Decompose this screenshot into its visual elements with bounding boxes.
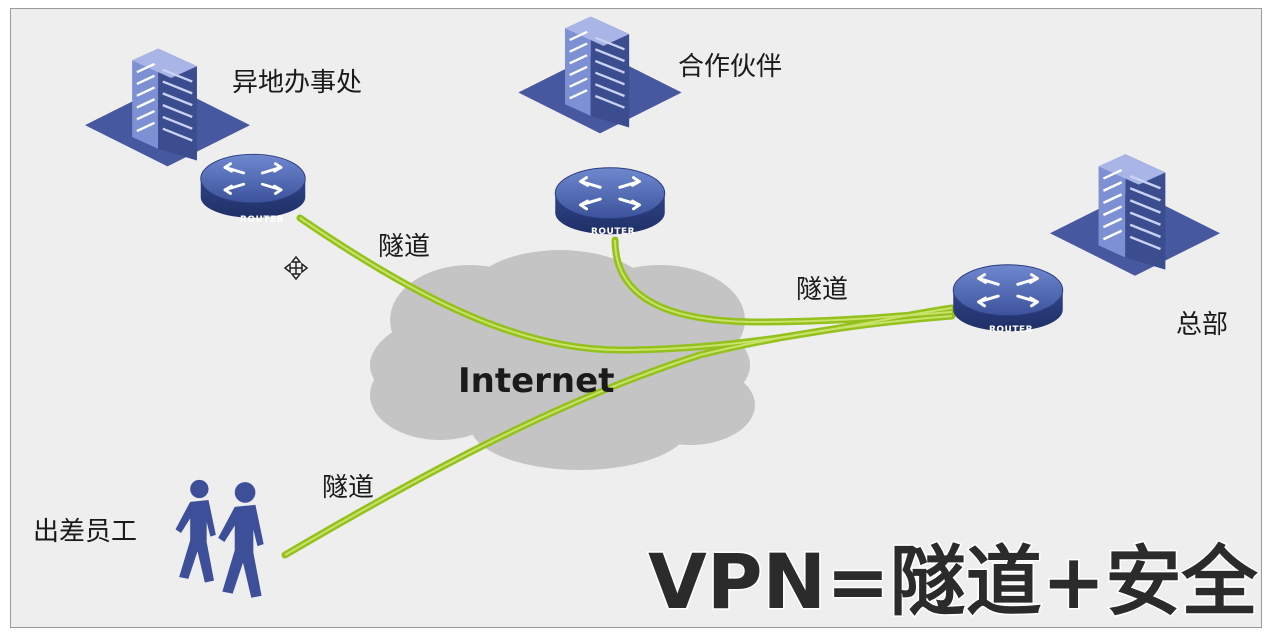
svg-text:ROUTER: ROUTER <box>240 215 284 225</box>
move-cursor-icon <box>283 255 309 281</box>
internet-label: Internet <box>458 361 614 401</box>
tunnel-label-traveling-staff: 隧道 <box>322 473 374 503</box>
traveler-icon <box>175 479 216 583</box>
tunnel-label-remote-office: 隧道 <box>378 232 430 262</box>
remote-office-label: 异地办事处 <box>232 68 362 98</box>
tunnel-label-partner: 隧道 <box>796 275 848 305</box>
vpn-slogan: VPN=隧道+安全 <box>648 537 1258 626</box>
remote-office-building-icon <box>85 47 250 168</box>
partner-building-icon <box>517 15 683 135</box>
svg-text:ROUTER: ROUTER <box>989 325 1033 335</box>
headquarters-label: 总部 <box>1176 310 1228 340</box>
router-headquarters-icon: ROUTER <box>951 263 1065 335</box>
traveling-staff-label: 出差员工 <box>33 517 137 547</box>
partner-label: 合作伙伴 <box>678 52 782 82</box>
traveler-icon <box>218 482 264 598</box>
router-partner-icon: ROUTER <box>553 166 667 237</box>
internet-cloud <box>370 250 755 470</box>
svg-text:ROUTER: ROUTER <box>591 227 635 237</box>
headquarters-building-icon <box>1050 153 1220 277</box>
router-remote-office-icon: ROUTER <box>199 152 307 225</box>
